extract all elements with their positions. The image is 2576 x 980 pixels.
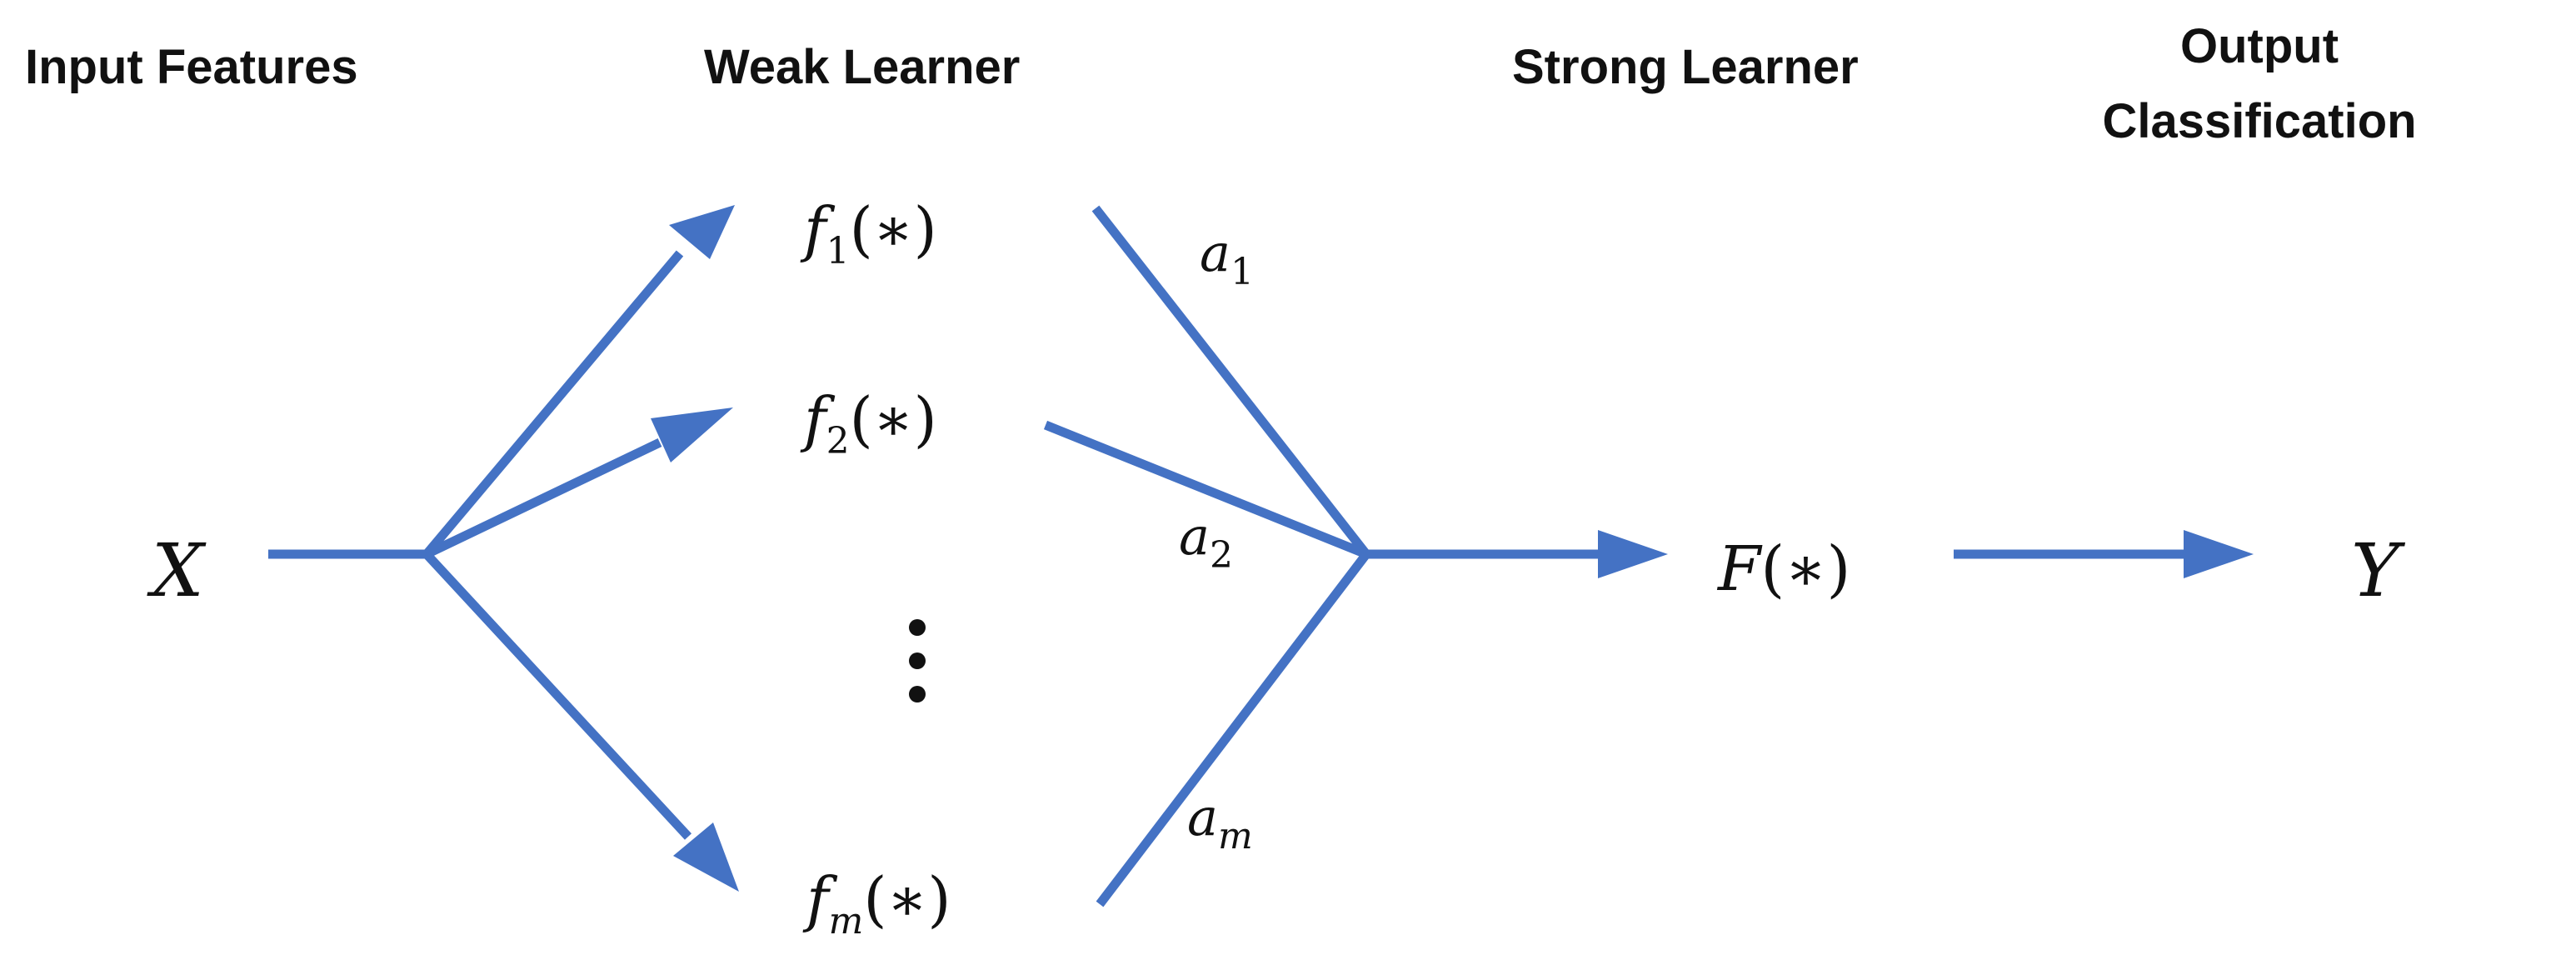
header-strong-learner: Strong Learner xyxy=(1512,40,1859,94)
branch-line-1 xyxy=(422,250,684,558)
combine-line-1 xyxy=(1091,205,1370,558)
arrowhead-strong xyxy=(1598,530,1668,578)
weak-learner-1: f1(∗) xyxy=(800,194,937,272)
weak-learner-2: f2(∗) xyxy=(800,384,937,462)
combine-line-m xyxy=(1096,551,1370,908)
arrowhead-output xyxy=(2184,530,2254,578)
combine-line-2 xyxy=(1043,420,1369,559)
weight-m: am xyxy=(1187,787,1253,858)
input-symbol: X xyxy=(147,528,207,613)
header-output: Output xyxy=(2180,19,2339,73)
arrowhead-2 xyxy=(651,408,733,462)
strong-learner: F(∗) xyxy=(1716,533,1850,605)
branch-line-2 xyxy=(424,438,662,558)
weight-1: a1 xyxy=(1200,222,1254,293)
arrowhead-m xyxy=(673,822,739,892)
header-input-features: Input Features xyxy=(25,40,358,94)
output-symbol: Y xyxy=(2351,528,2406,613)
header-weak-learner: Weak Learner xyxy=(704,40,1020,94)
header-classification: Classification xyxy=(2102,94,2416,148)
weight-2: a2 xyxy=(1179,506,1233,577)
ellipsis-icon xyxy=(909,619,926,702)
arrowhead-1 xyxy=(669,205,735,259)
branch-line-m xyxy=(422,551,692,840)
weak-learner-m: fm(∗) xyxy=(802,864,951,942)
